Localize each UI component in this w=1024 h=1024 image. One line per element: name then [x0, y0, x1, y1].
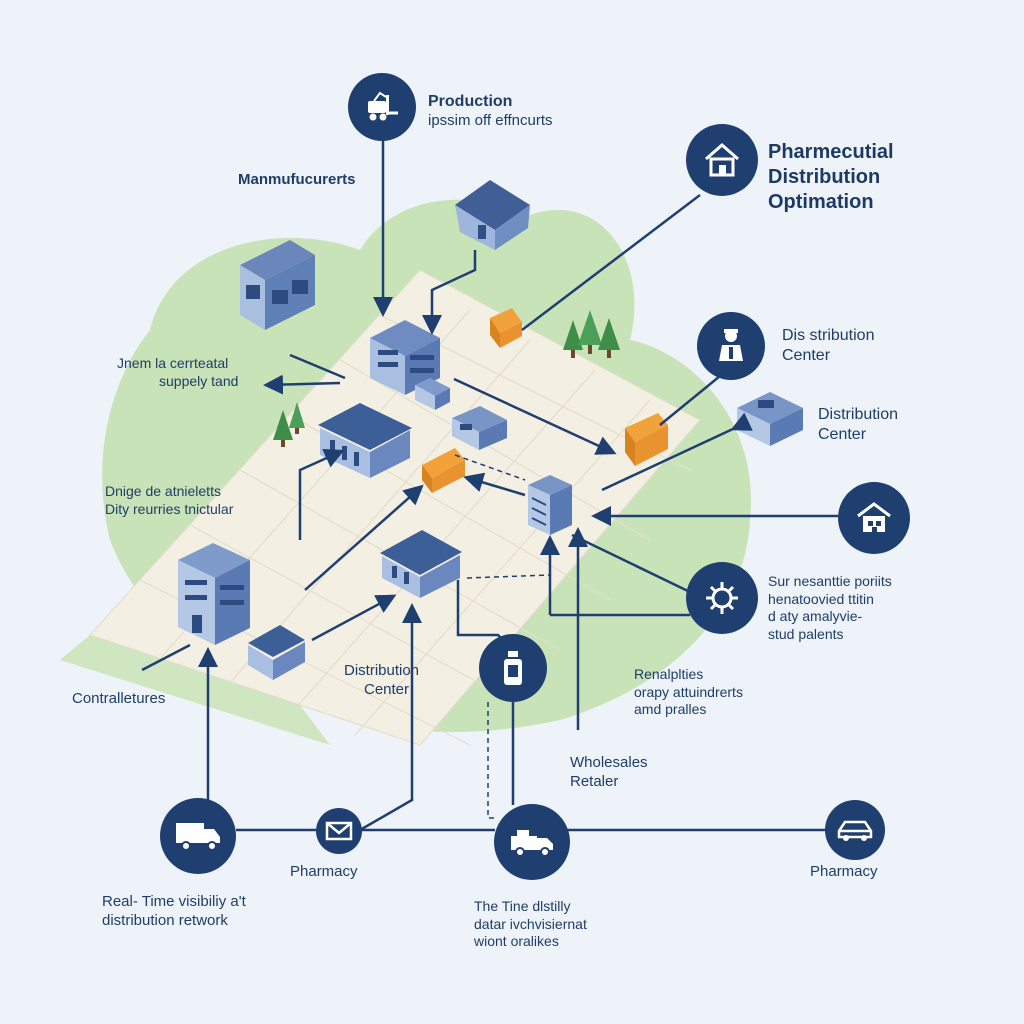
contractors-label: Contralletures — [72, 690, 166, 707]
delivery-truck-icon[interactable] — [494, 804, 570, 880]
tree-cluster-left — [273, 402, 305, 447]
drug-details-label: Dnige de atnieletts Dity reurries tnictu… — [105, 483, 234, 517]
truck-orange-top — [490, 308, 522, 348]
manufacturers-label: Manmufucurerts — [238, 171, 356, 188]
car-icon[interactable] — [825, 800, 885, 860]
central-supply-label: Jnem la cerrteatal suppely tand — [117, 355, 239, 389]
small-depot — [452, 406, 507, 450]
warehouse-icon[interactable] — [838, 482, 910, 554]
forklift-icon[interactable] — [348, 73, 416, 141]
pharmacy-left-label: Pharmacy — [290, 863, 358, 880]
office-tower-left — [178, 543, 250, 645]
distribution-center-right-label: Distribution Center — [818, 406, 899, 443]
tall-server-building — [528, 475, 572, 535]
small-shop — [248, 625, 305, 680]
worker-icon[interactable] — [697, 312, 765, 380]
dis-stribution-center-label: Dis stribution Center — [782, 327, 875, 364]
truck-orange-right — [625, 413, 668, 466]
dashed-links — [454, 454, 551, 819]
distribution-center-label: Distribution Center — [344, 662, 420, 698]
pharmacy-right-label: Pharmacy — [810, 863, 878, 880]
warehouse-center — [380, 530, 462, 598]
house-top — [455, 180, 530, 250]
tree-cluster-top — [563, 310, 620, 358]
analytics-label: Sur nesanttie poriits henatoovied ttitin… — [768, 573, 892, 642]
page-title: Pharmecutial Distribution Optimation — [768, 141, 894, 213]
cube-building — [240, 240, 315, 330]
time-delivery-label: The Tine dlstilly datar ivchvisiernat wi… — [474, 898, 587, 949]
truck-orange-mid — [422, 448, 465, 493]
gear-icon[interactable] — [686, 562, 758, 634]
house-icon[interactable] — [686, 124, 758, 196]
renal-supplies-label: Renalplties orapy attuindrerts amd prall… — [634, 666, 743, 717]
production-label: Production ipssim off effncurts — [428, 93, 553, 129]
wholesales-retailer-label: Wholesales Retaler — [570, 754, 648, 790]
distribution-depot-right — [737, 392, 803, 446]
truck-icon[interactable] — [160, 798, 236, 874]
envelope-icon[interactable] — [316, 808, 362, 854]
real-time-visibility-label: Real- Time visibiliy a't distribution re… — [102, 893, 246, 929]
medicine-bottle-icon[interactable] — [479, 634, 547, 702]
